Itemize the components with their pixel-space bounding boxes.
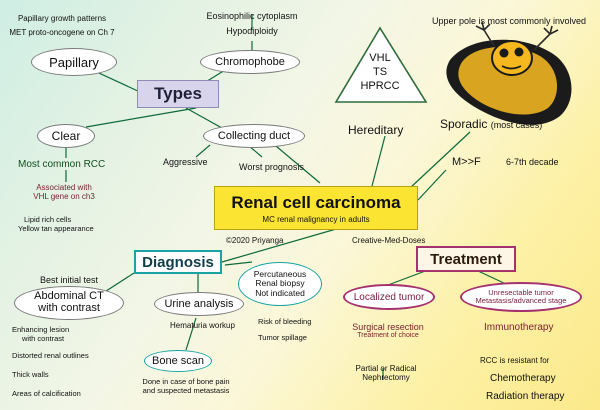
chemotherapy: Chemotherapy: [490, 373, 556, 384]
biopsy-node: Percutaneous Renal biopsy Not indicated: [238, 262, 322, 306]
upper-pole-note: Upper pole is most commonly involved: [432, 16, 587, 26]
unresectable-node: Unresectable tumor Metastasis/advanced s…: [460, 282, 582, 312]
bone-scan-node: Bone scan: [144, 350, 212, 372]
bone-note: Done in case of bone pain and suspected …: [142, 377, 230, 395]
clear-association: Associated with VHL gene on ch3: [33, 183, 95, 202]
chromophobe-note: Eosinophilic cytoplasm Hypodiploidy: [206, 11, 298, 37]
abdominal-ct-node: Abdominal CT with contrast: [14, 286, 124, 320]
central-node: Renal cell carcinoma MC renal malignancy…: [214, 186, 418, 230]
age-decade: 6-7th decade: [506, 157, 559, 167]
papillary-node: Papillary: [31, 48, 117, 76]
chromophobe-node: Chromophobe: [200, 50, 300, 74]
immunotherapy: Immunotherapy: [484, 322, 554, 333]
treatment-node: Treatment: [416, 246, 516, 272]
hereditary-genes: VHL TS HPRCC: [360, 52, 400, 92]
sporadic-label: Sporadic (most cases): [440, 117, 543, 131]
copyright: ©2020 Priyanga: [226, 236, 284, 245]
papillary-note: Papillary growth patterns MET proto-onco…: [9, 14, 115, 38]
hereditary-label: Hereditary: [348, 123, 404, 137]
nephrectomy-note: Partial or Radical Nephrectomy: [355, 364, 417, 383]
radiation-therapy: Radiation therapy: [486, 391, 565, 402]
collecting-aggressive: Aggressive: [163, 157, 208, 167]
best-test-label: Best initial test: [40, 275, 99, 285]
clear-extra: Lipid rich cells Yellow tan appearance: [18, 215, 94, 233]
urine-note: Hematuria workup: [170, 321, 235, 330]
urine-analysis-node: Urine analysis: [154, 292, 244, 316]
kidney-mascot-icon: [446, 21, 572, 125]
types-node: Types: [137, 80, 219, 108]
biopsy-risks: Risk of bleeding Tumor spillage: [258, 317, 312, 342]
hereditary-triangle: [334, 26, 428, 103]
collecting-duct-node: Collecting duct: [203, 124, 305, 148]
ct-findings: Enhancing lesion with contrast Distorted…: [12, 325, 89, 398]
diagnosis-node: Diagnosis: [134, 250, 222, 274]
sex-ratio: M>>F: [452, 156, 481, 168]
localized-notes: Surgical resection Treatment of choice: [352, 322, 424, 340]
collecting-prognosis: Worst prognosis: [239, 162, 304, 172]
credit: Creative-Med-Doses: [352, 236, 426, 245]
rcc-resistant: RCC is resistant for: [480, 356, 550, 365]
clear-note: Most common RCC: [18, 159, 106, 170]
localized-tumor-node: Localized tumor: [343, 284, 435, 310]
clear-node: Clear: [37, 124, 95, 148]
